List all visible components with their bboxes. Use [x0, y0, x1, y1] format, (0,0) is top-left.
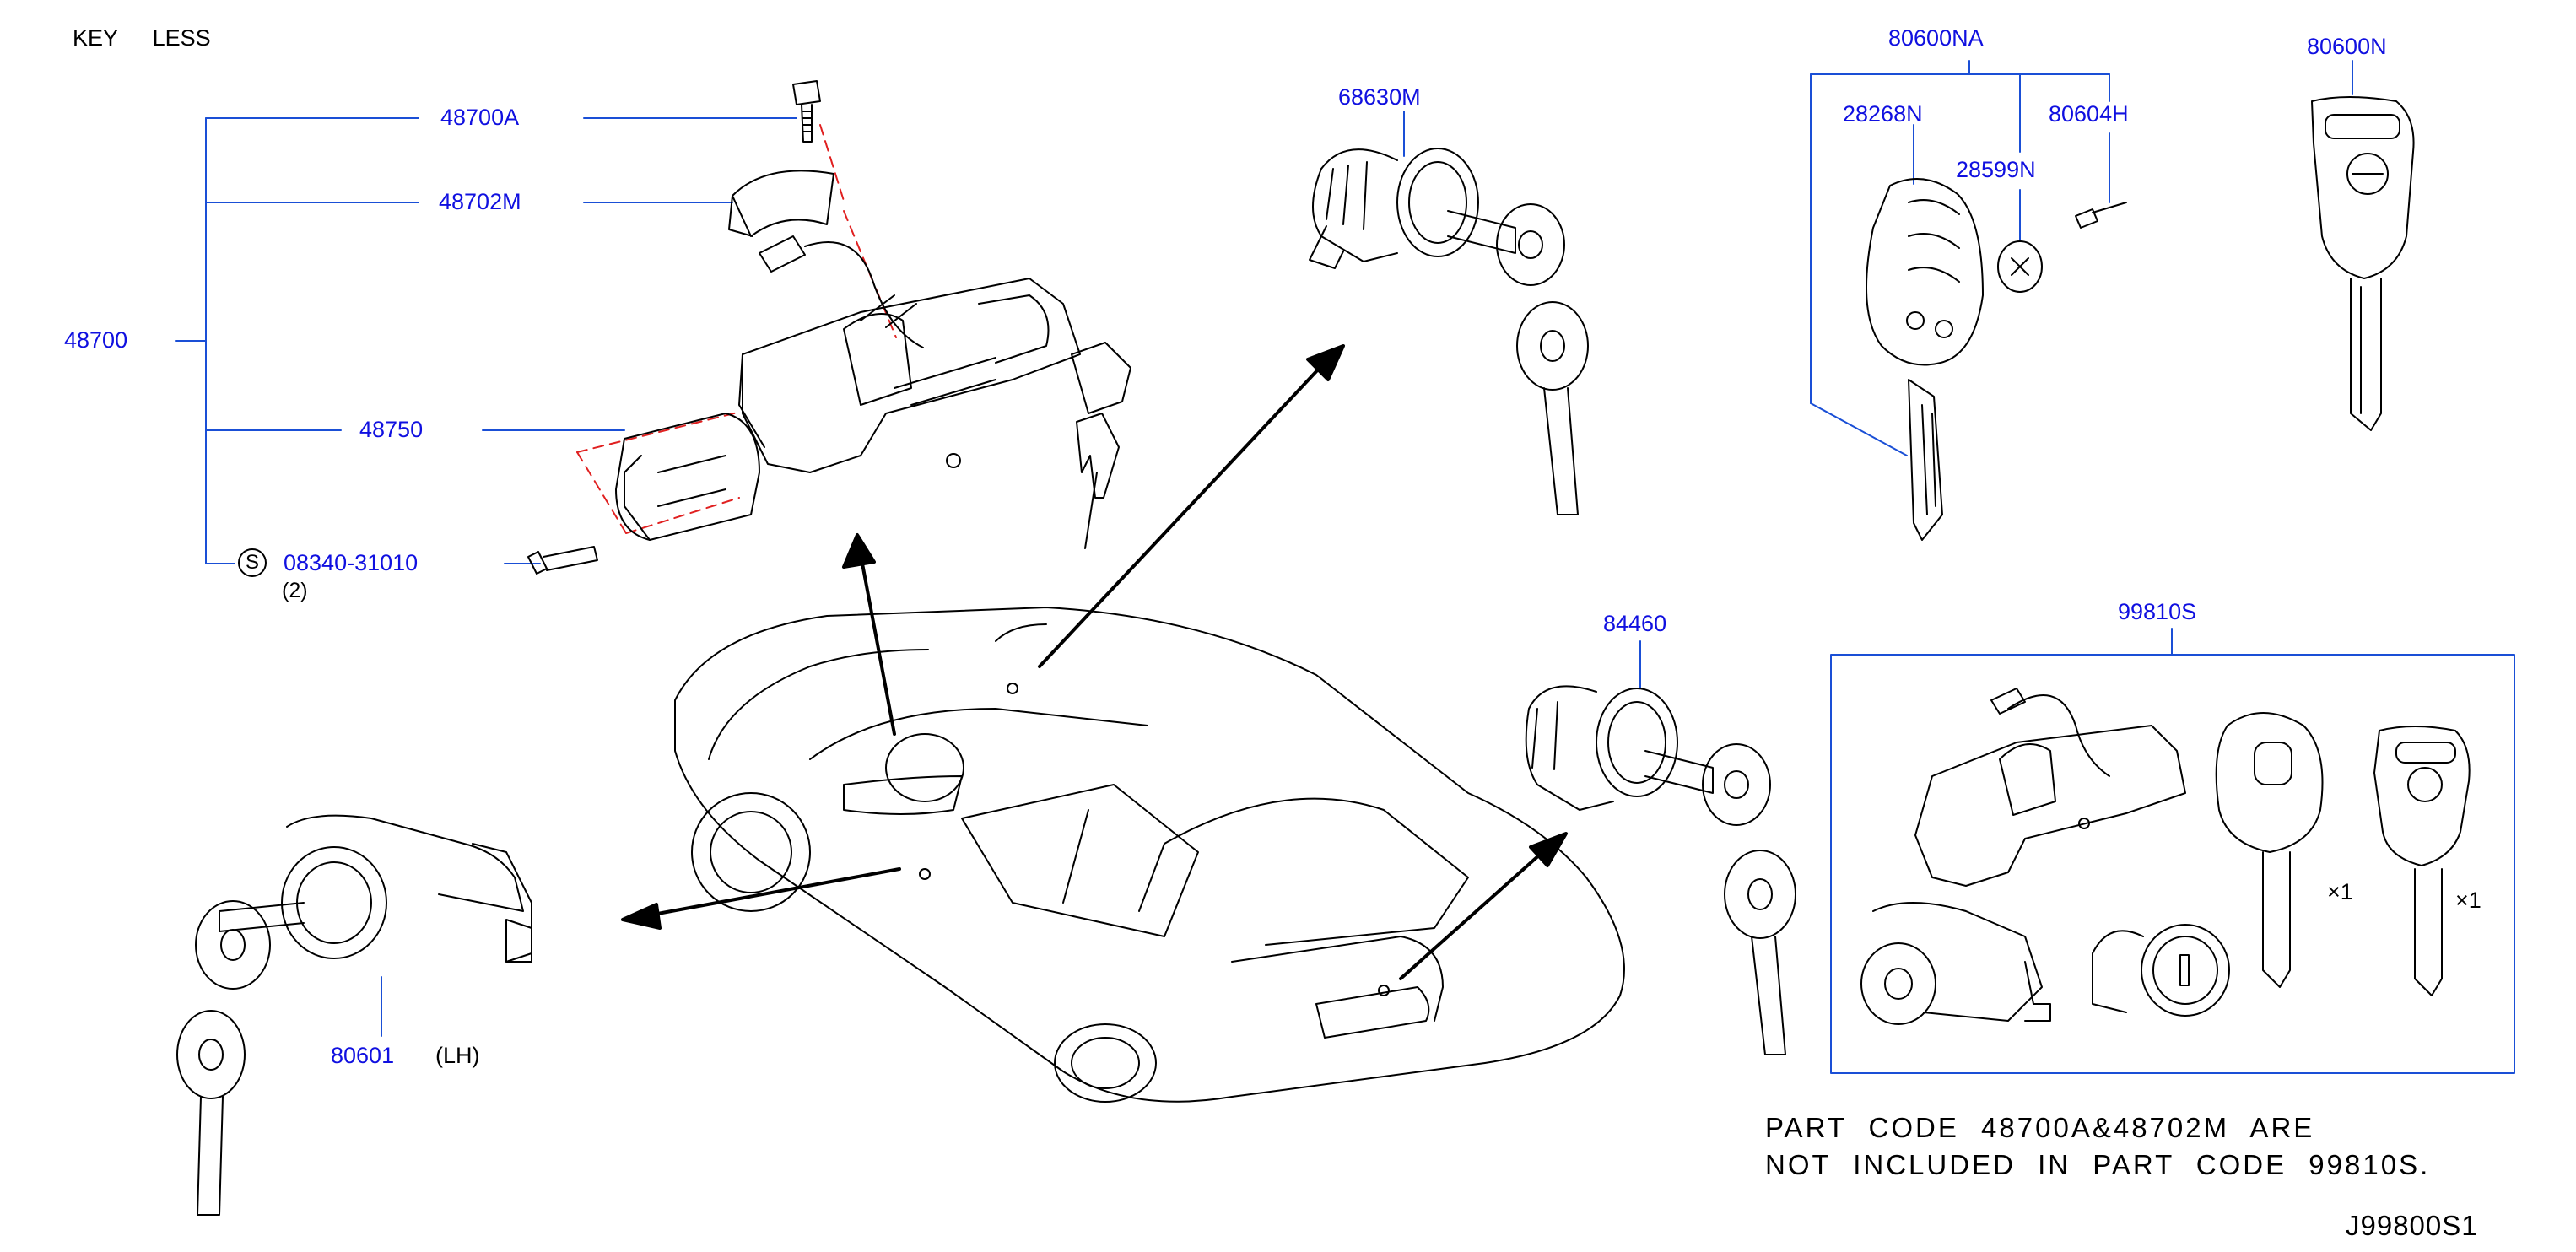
key-blank-80600N	[2311, 96, 2415, 431]
part-48700-label[interactable]: 48700	[64, 327, 128, 353]
part-99810S-label[interactable]: 99810S	[2118, 599, 2197, 624]
standard-part-mark: S	[238, 548, 267, 577]
part-48750-label[interactable]: 48750	[359, 417, 424, 442]
key-label: KEY	[73, 25, 118, 51]
blank-key-quantity: ×1	[2455, 888, 2481, 913]
diagram-code: J99800S1	[2346, 1210, 2478, 1241]
door-lock-68630M	[1309, 148, 1589, 515]
part-48702M-label[interactable]: 48702M	[439, 189, 521, 214]
part-48700A-label[interactable]: 48700A	[440, 105, 520, 130]
part-68630M-label[interactable]: 68630M	[1338, 84, 1421, 110]
ignition-switch-assembly	[527, 80, 1131, 575]
kit-99810S-contents	[1860, 688, 2471, 1025]
part-80600N-label[interactable]: 80600N	[2307, 34, 2387, 59]
note-line-1: PART CODE 48700A&48702M ARE	[1765, 1112, 2315, 1143]
part-80604H-label[interactable]: 80604H	[2049, 101, 2129, 127]
part-80601-side: (LH)	[435, 1043, 480, 1068]
part-08340-quantity: (2)	[282, 579, 308, 602]
door-lock-80601	[176, 814, 532, 1216]
keyless-header: KEY LESS	[73, 27, 211, 50]
remote-key-80600NA	[1866, 178, 2127, 541]
note-line-2: NOT INCLUDED IN PART CODE 99810S.	[1765, 1149, 2431, 1180]
leader-lines	[175, 60, 2515, 1074]
standard-part-symbol: S	[245, 551, 259, 574]
part-08340-31010-label[interactable]: 08340-31010	[284, 550, 419, 575]
car-body	[674, 607, 1625, 1103]
part-28599N-label[interactable]: 28599N	[1956, 157, 2036, 182]
remote-key-quantity: ×1	[2327, 879, 2353, 904]
part-80601-label[interactable]: 80601	[331, 1043, 395, 1068]
pointer-arrows	[621, 344, 1568, 980]
part-80600NA-label[interactable]: 80600NA	[1888, 25, 1984, 51]
part-28268N-label[interactable]: 28268N	[1843, 101, 1923, 127]
part-84460-label[interactable]: 84460	[1603, 611, 1667, 636]
less-label: LESS	[152, 25, 211, 51]
lock-84460	[1525, 685, 1796, 1055]
